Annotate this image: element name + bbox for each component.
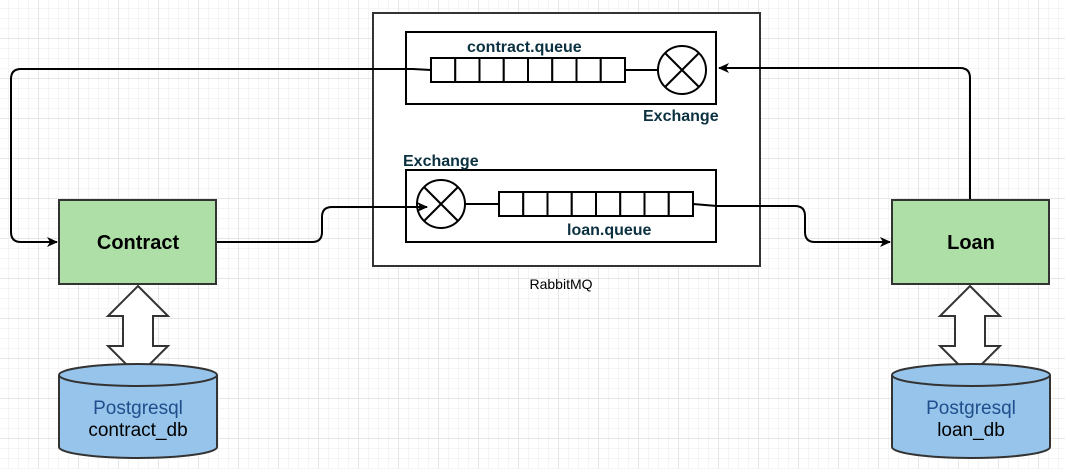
contract-db-name: contract_db bbox=[88, 420, 187, 441]
contract-db-engine: Postgresql bbox=[93, 398, 183, 419]
contract-service-box bbox=[58, 199, 217, 285]
contract-queue-slot bbox=[575, 57, 602, 83]
contract-queue-label: contract.queue bbox=[467, 39, 582, 56]
loan-db-top bbox=[891, 363, 1051, 387]
loan-queue-slot bbox=[643, 191, 670, 217]
contract-database: Postgresql contract_db bbox=[58, 363, 218, 459]
loan-db-bidirectional-arrow bbox=[937, 284, 1003, 378]
loan-service: Loan bbox=[891, 199, 1050, 285]
exchange-icon bbox=[416, 179, 466, 229]
loan-queue-slot bbox=[667, 191, 694, 217]
contract-queue-slot bbox=[454, 57, 481, 83]
database-icon bbox=[891, 375, 1051, 459]
loan-database: Postgresql loan_db bbox=[891, 363, 1051, 459]
contract-queue-slot bbox=[502, 57, 529, 83]
contract-queue-group: contract.queue Exchange bbox=[405, 31, 719, 125]
database-icon bbox=[58, 375, 218, 459]
loan-exchange-label: Exchange bbox=[403, 153, 479, 170]
loan-queue-slot bbox=[619, 191, 646, 217]
contract-service-label: Contract bbox=[97, 232, 180, 254]
contract-queue-slot bbox=[599, 57, 626, 83]
rabbitmq-label: RabbitMQ bbox=[529, 276, 592, 292]
loan-queue-slot bbox=[522, 191, 549, 217]
loan-queue-slot bbox=[546, 191, 573, 217]
loan-queue-slot bbox=[498, 191, 525, 217]
loan-queue-slot bbox=[595, 191, 622, 217]
loan-queue-group: Exchange loan.queue bbox=[403, 153, 717, 243]
contract-queue-slot bbox=[527, 57, 554, 83]
connector-contract-queue-to-contract bbox=[10, 68, 432, 247]
loan-queue-slot bbox=[570, 191, 597, 217]
loan-service-box bbox=[891, 199, 1050, 285]
contract-db-bidirectional-arrow bbox=[105, 284, 171, 378]
loan-service-label: Loan bbox=[947, 232, 995, 254]
contract-db-top bbox=[58, 363, 218, 387]
connector-loan-queue-to-loan bbox=[692, 203, 891, 247]
contract-queue-slot bbox=[430, 57, 457, 83]
loan-db-name: loan_db bbox=[937, 420, 1005, 441]
connector-contract-to-exchange bbox=[217, 202, 428, 243]
loan-queue-buffer bbox=[498, 191, 694, 217]
contract-queue-buffer bbox=[430, 57, 626, 83]
exchange-icon bbox=[657, 45, 707, 95]
loan-db-engine: Postgresql bbox=[926, 398, 1016, 419]
contract-exchange-label: Exchange bbox=[643, 108, 719, 125]
contract-queue-slot bbox=[478, 57, 505, 83]
connector-loan-to-exchange bbox=[718, 63, 971, 200]
contract-service: Contract bbox=[58, 199, 217, 285]
loan-queue-label: loan.queue bbox=[567, 222, 652, 239]
contract-queue-slot bbox=[551, 57, 578, 83]
